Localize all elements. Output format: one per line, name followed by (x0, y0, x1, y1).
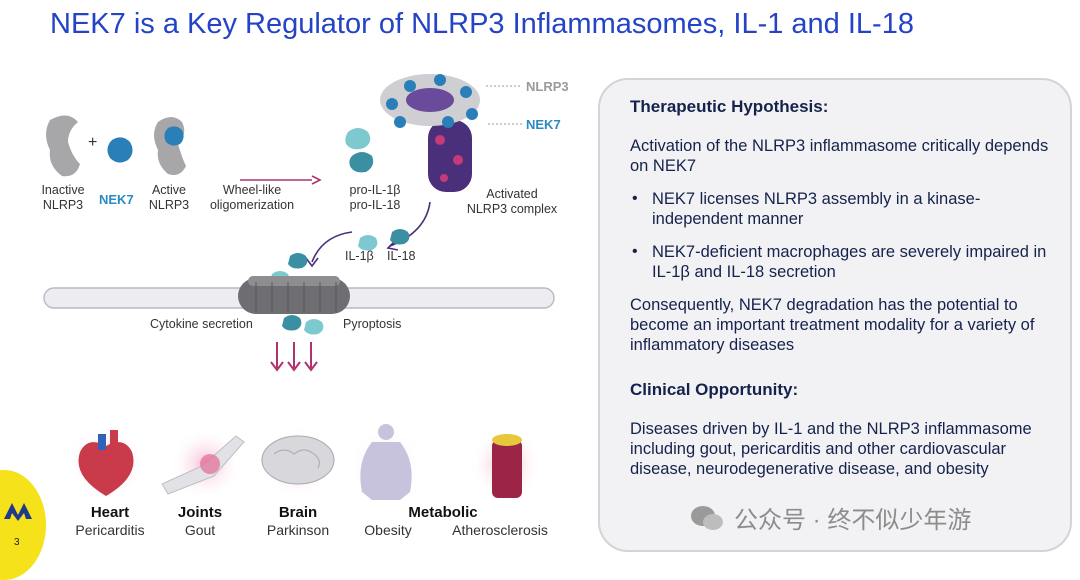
gasdermin-pore (238, 276, 350, 314)
panel-intro: Activation of the NLRP3 inflammasome cri… (630, 137, 1049, 175)
watermark: 公众号 · 终不似少年游 (690, 500, 971, 535)
panel-opportunity: Diseases driven by IL-1 and the NLRP3 in… (630, 420, 1032, 478)
nek7-label: NEK7 (99, 192, 134, 207)
wechat-icon (691, 505, 723, 530)
organ-name-metabolic: Metabolic (408, 504, 478, 521)
panel-heading-hypothesis: Therapeutic Hypothesis: (630, 97, 829, 116)
pro-il18-shape (349, 152, 374, 173)
organ-sub-brain: Parkinson (266, 522, 330, 538)
il1b-label: IL-1β (345, 249, 374, 263)
activated-complex-shape (380, 74, 480, 192)
cytokine-secretion-label: Cytokine secretion (150, 317, 253, 331)
pro-il-label: pro-IL-1β pro-IL-18 (349, 183, 401, 212)
panel-conclusion: Consequently, NEK7 degradation has the p… (630, 296, 1035, 354)
heart-icon (68, 426, 144, 502)
organ-name-joints: Joints (177, 504, 223, 521)
organ-sub-atherosclerosis: Atherosclerosis (452, 522, 548, 538)
bullet-dot: • (632, 190, 638, 207)
panel-heading-opportunity: Clinical Opportunity: (630, 380, 799, 399)
body-icon (350, 424, 422, 500)
slide-title: NEK7 is a Key Regulator of NLRP3 Inflamm… (50, 8, 914, 40)
company-logo-icon (4, 503, 32, 521)
panel-bullet-2: NEK7-deficient macrophages are severely … (652, 243, 1047, 281)
hypothesis-panel: Therapeutic Hypothesis: Activation of th… (598, 78, 1072, 552)
watermark-text: 公众号 · 终不似少年游 (734, 507, 972, 534)
organ-sub-heart: Pericarditis (75, 522, 145, 538)
organ-sub-joints: Gout (184, 522, 216, 538)
pyroptosis-label: Pyroptosis (343, 317, 402, 331)
plus-sign: + (88, 134, 98, 151)
artery-icon (470, 428, 542, 500)
panel-bullet-1: NEK7 licenses NLRP3 assembly in a kinase… (652, 190, 981, 228)
il1b-shape (358, 235, 378, 251)
inflammasome-diagram (43, 74, 555, 372)
organ-sub-obesity: Obesity (364, 522, 412, 538)
inactive-nlrp3-label: Inactive NLRP3 (41, 183, 85, 212)
il18-shape (390, 229, 410, 245)
organ-name-brain: Brain (278, 504, 318, 521)
pro-il1b-shape (345, 128, 371, 150)
legend-nek7: NEK7 (526, 117, 561, 132)
downstream-arrows (270, 342, 318, 372)
joints-icon (161, 428, 245, 500)
brain-icon (261, 426, 335, 498)
active-nlrp3-shape (154, 117, 186, 175)
legend-nlrp3: NLRP3 (526, 79, 569, 94)
oligomerization-label: Wheel-like oligomerization (209, 183, 295, 212)
activated-complex-label: Activated NLRP3 complex (466, 187, 558, 216)
organ-name-heart: Heart (90, 504, 130, 521)
organs-illustrations (68, 424, 542, 502)
bullet-dot: • (632, 243, 638, 260)
logo-badge (0, 470, 46, 580)
nek7-shape (107, 137, 133, 163)
il18-label: IL-18 (387, 249, 416, 263)
inactive-nlrp3-shape (46, 115, 80, 177)
active-nlrp3-label: Active NLRP3 (148, 183, 190, 212)
page-number: 3 (14, 537, 20, 548)
